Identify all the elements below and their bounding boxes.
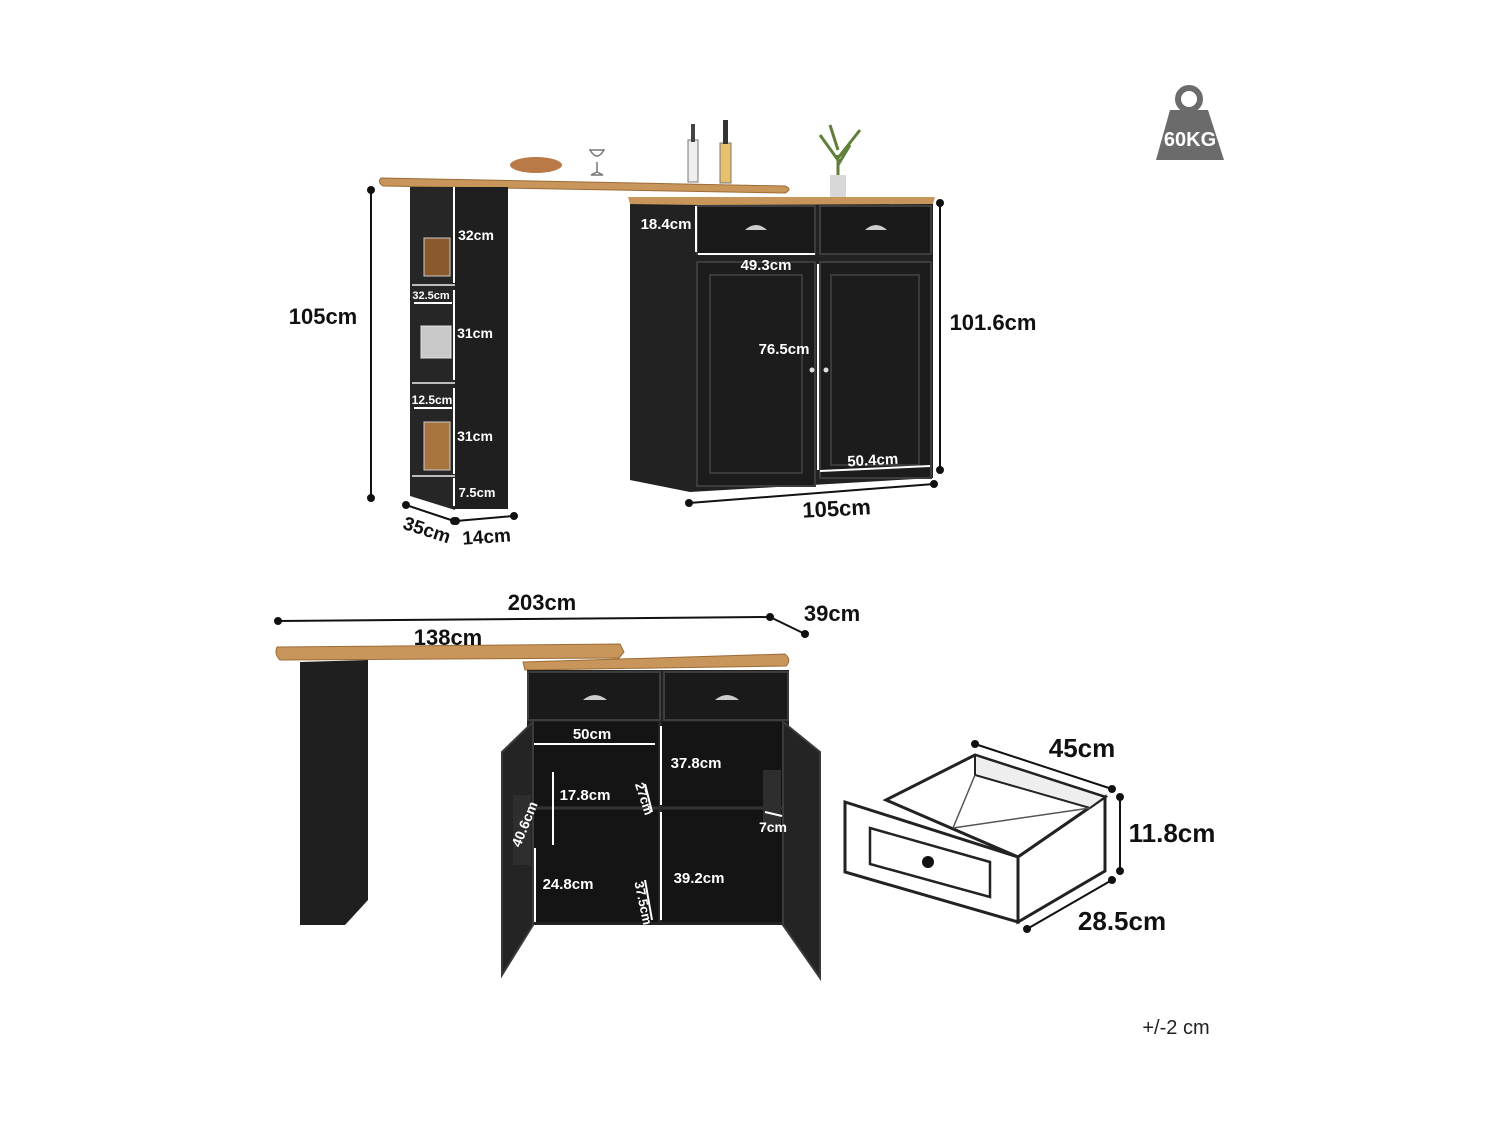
label-column-width: 14cm bbox=[462, 525, 512, 549]
top-view-dimension-lines bbox=[367, 186, 944, 525]
label-drawer-width: 45cm bbox=[1049, 733, 1116, 763]
label-total-length: 203cm bbox=[508, 590, 577, 615]
weight-label: 60KG bbox=[1164, 129, 1216, 151]
label-top-depth: 39cm bbox=[804, 601, 860, 626]
label-shelf-height-3: 31cm bbox=[457, 428, 493, 444]
bottom-view-dimension-lines bbox=[274, 613, 809, 638]
weight-icon bbox=[1156, 85, 1224, 160]
label-door-width: 50.4cm bbox=[847, 451, 899, 471]
bar-table-bottom-view bbox=[275, 643, 821, 982]
label-top-length: 138cm bbox=[414, 625, 483, 650]
bottom-view-inner-dimension-lines bbox=[534, 726, 783, 922]
label-shelf-height-1: 32cm bbox=[458, 227, 494, 243]
label-door-shelf-depth-1: 17.8cm bbox=[560, 787, 611, 804]
label-inner-width: 50cm bbox=[573, 726, 611, 743]
top-view-inner-dimension-lines bbox=[414, 187, 931, 506]
bar-table-top-view bbox=[378, 120, 862, 510]
label-lower-height: 39.2cm bbox=[674, 870, 725, 887]
label-door-ledge: 7cm bbox=[759, 819, 787, 835]
label-door-shelf-depth-2: 24.8cm bbox=[543, 876, 594, 893]
label-total-height: 105cm bbox=[289, 304, 358, 329]
label-drawer-height: 18.4cm bbox=[641, 216, 692, 233]
label-drawer-height: 11.8cm bbox=[1129, 818, 1216, 848]
label-shelf-height-2: 31cm bbox=[457, 325, 493, 341]
drawer-dimension-lines bbox=[971, 740, 1124, 933]
label-door-height: 76.5cm bbox=[759, 341, 810, 358]
label-cabinet-width: 105cm bbox=[802, 494, 872, 523]
label-shelf-height-4: 7.5cm bbox=[459, 485, 496, 500]
label-cabinet-height: 101.6cm bbox=[950, 310, 1037, 335]
drawer-detail bbox=[843, 753, 1109, 925]
label-drawer-depth: 28.5cm bbox=[1078, 906, 1166, 936]
tolerance-note: +/-2 cm bbox=[1142, 1017, 1209, 1039]
label-upper-height: 37.8cm bbox=[671, 755, 722, 772]
label-shelf-depth-2: 12.5cm bbox=[412, 393, 453, 407]
label-drawer-width: 49.3cm bbox=[741, 257, 792, 274]
cabinet-top-view bbox=[628, 197, 935, 492]
label-shelf-depth-1: 32.5cm bbox=[412, 290, 450, 302]
